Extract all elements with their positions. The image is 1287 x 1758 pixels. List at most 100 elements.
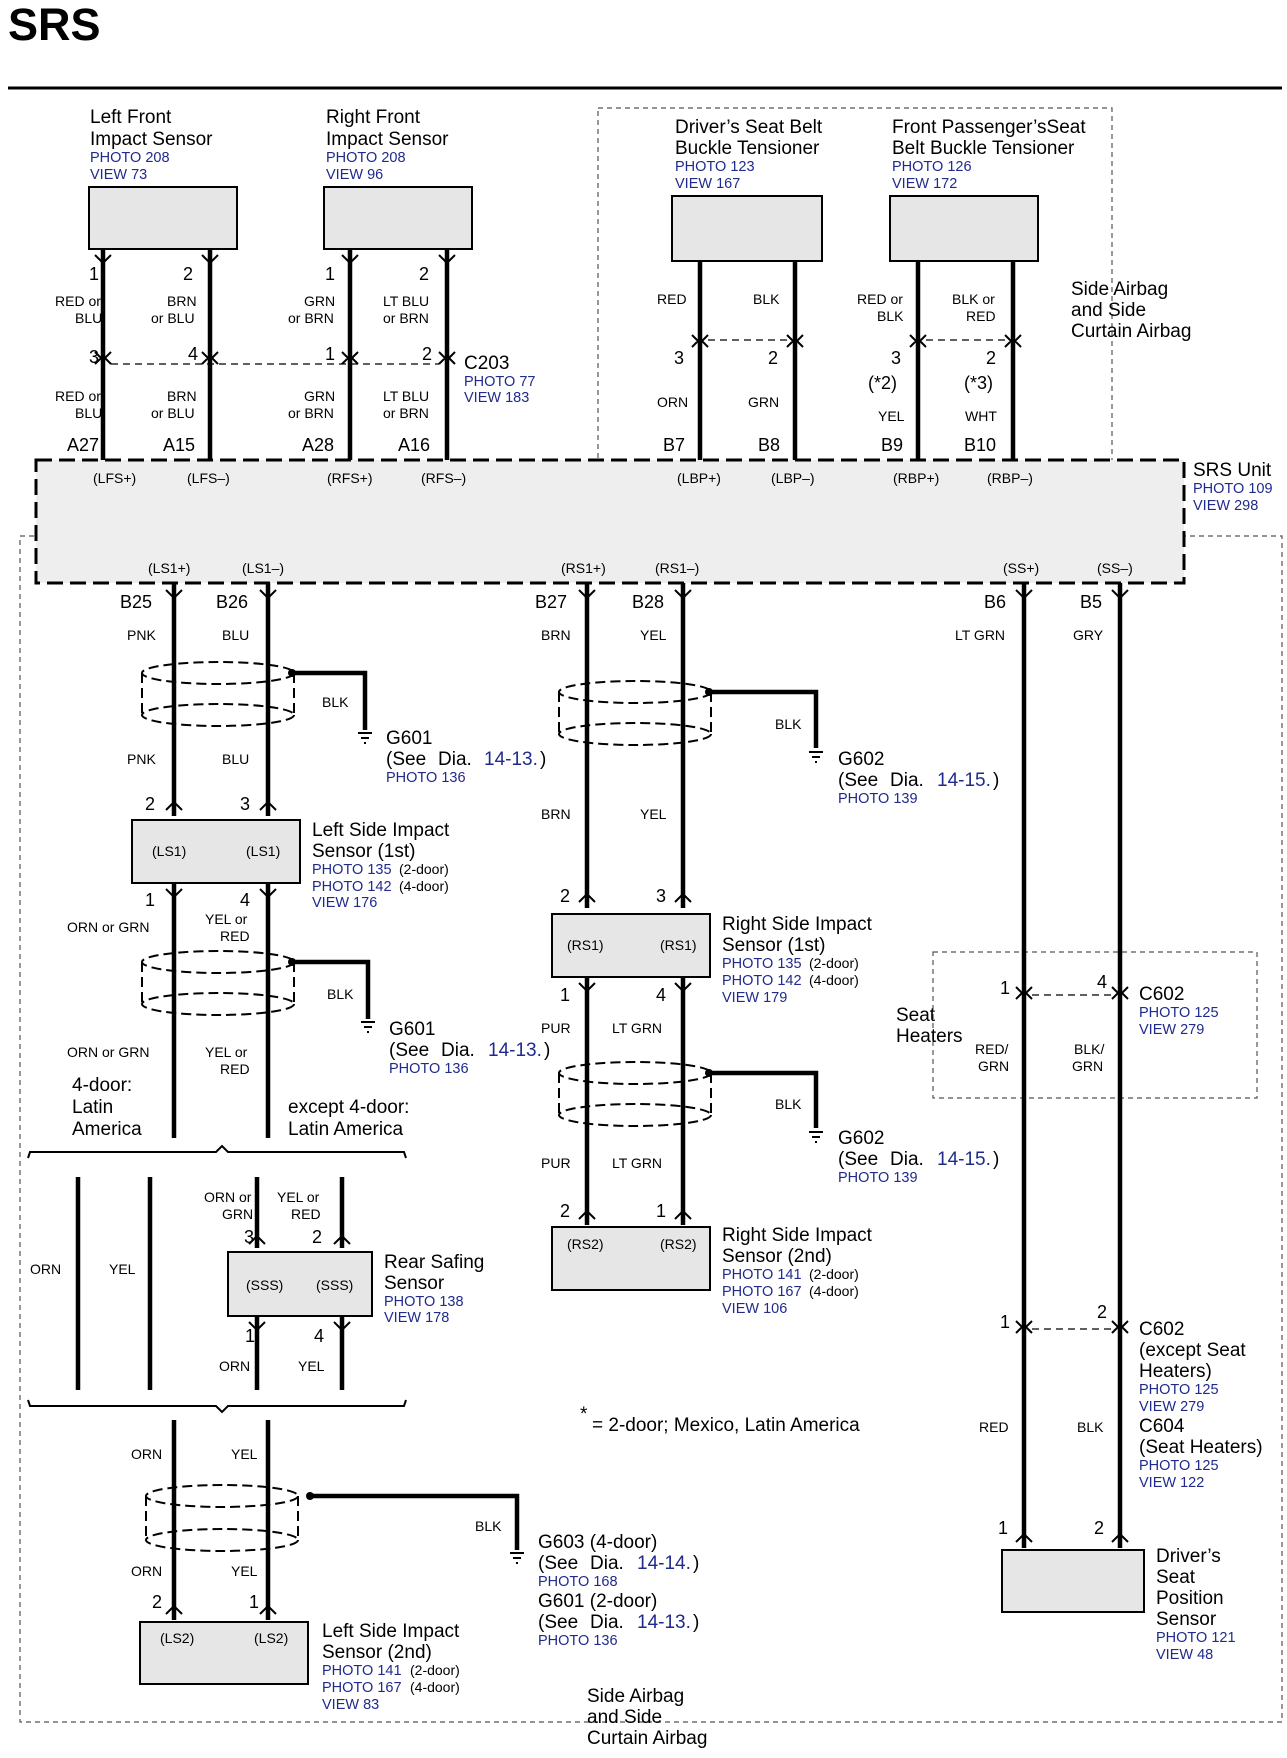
svg-text:B26: B26: [216, 592, 248, 612]
w-lf1-c: RED or: [55, 388, 101, 404]
sps-name4: Sensor: [1156, 1609, 1217, 1630]
g602a-see: (See: [838, 770, 878, 791]
four-door-note-1: 4-door:: [72, 1075, 132, 1096]
w-sp-blk: BLK: [1077, 1419, 1104, 1435]
rs1-photo1-note: (2-door): [809, 955, 859, 971]
seat-heaters-1: Seat: [896, 1005, 936, 1026]
bottom-side-airbag-2: and Side: [587, 1707, 662, 1728]
w-lf1-a: RED or: [55, 293, 101, 309]
w-rs2-ltgrn: LT GRN: [612, 1155, 662, 1171]
pass-pin3: 3: [891, 348, 901, 368]
lf-photo: PHOTO 208: [90, 150, 170, 166]
ls1-term-b: (LS1): [246, 843, 280, 859]
rs2-photo1: PHOTO 141: [722, 1267, 802, 1283]
g601a-ref: 14-13.: [484, 749, 538, 770]
ls2-term-b: (LS2): [254, 1630, 288, 1646]
buckle-wires: [691, 261, 1022, 460]
drv-pin3: 3: [674, 348, 684, 368]
ls1-pin3: 3: [240, 794, 250, 814]
rs2-name1: Right Side Impact: [722, 1225, 873, 1246]
lf-pin2: 2: [183, 264, 193, 284]
ground-g602a: [809, 751, 823, 763]
w-sp-red: RED: [979, 1419, 1009, 1435]
g603-ref: 14-14.: [637, 1553, 691, 1574]
g601c-dia: Dia.: [590, 1612, 624, 1633]
ls1-view: VIEW 176: [312, 895, 377, 911]
svg-text:(RBP–): (RBP–): [987, 470, 1033, 486]
middle-column-wires: [558, 583, 819, 908]
sss-view: VIEW 178: [384, 1310, 449, 1326]
svg-text:(RFS+): (RFS+): [327, 470, 373, 486]
g602a-dia: Dia.: [890, 770, 924, 791]
except-note-1: except 4-door:: [288, 1097, 409, 1118]
w-rs1-brn: BRN: [541, 806, 571, 822]
w-rs1-ltgrn: LT GRN: [612, 1020, 662, 1036]
w-drv-blk: BLK: [753, 291, 780, 307]
srs-unit-photo: PHOTO 109: [1193, 481, 1273, 497]
srs-unit-box: [34, 458, 1186, 585]
ls1-photo2-note: (4-door): [399, 878, 449, 894]
w-lf2-a: BRN: [167, 293, 197, 309]
pin-a15: A15: [163, 435, 195, 455]
rs1-pin4: 4: [656, 985, 666, 1005]
w-rf1-d: or BRN: [288, 405, 334, 421]
w-4door-orn: ORN: [30, 1261, 61, 1277]
unit-bottom-pins: B25 B26 B27 B28 B6 B5: [120, 592, 1102, 612]
sps-photo: PHOTO 121: [1156, 1630, 1236, 1646]
pin-a28: A28: [302, 435, 334, 455]
svg-text:(LFS–): (LFS–): [187, 470, 230, 486]
pin-a27: A27: [67, 435, 99, 455]
g601b-close: ): [544, 1040, 550, 1061]
rs2-pin2: 2: [560, 1201, 570, 1221]
lf-name2: Impact Sensor: [90, 129, 213, 150]
svg-text:(LBP–): (LBP–): [771, 470, 815, 486]
c602b-photo: PHOTO 125: [1139, 1382, 1219, 1398]
four-door-note-2: Latin: [72, 1097, 113, 1118]
w-g601a-blk: BLK: [322, 694, 349, 710]
g603-see: (See: [538, 1553, 578, 1574]
w-drv-red: RED: [657, 291, 687, 307]
w-sss-yel-or: YEL or: [277, 1189, 320, 1205]
sps-name2: Seat: [1156, 1567, 1196, 1588]
pass-name2: Belt Buckle Tensioner: [892, 138, 1075, 159]
ls2-pin2: 2: [152, 1592, 162, 1612]
w-pass-red: RED: [966, 308, 996, 324]
w-ls2-yel-2: YEL: [231, 1563, 258, 1579]
seat-heaters-region: [932, 951, 1258, 1099]
ls1-body: [131, 819, 301, 884]
pass-name1: Front Passenger’sSeat: [892, 117, 1086, 138]
w-rf2-d: or BRN: [383, 405, 429, 421]
svg-text:(RBP+): (RBP+): [893, 470, 939, 486]
ls2-photo1-note: (2-door): [410, 1662, 460, 1678]
note-star3: (*3): [964, 373, 993, 393]
g601a-see: (See: [386, 749, 426, 770]
ls2-photo1: PHOTO 141: [322, 1663, 402, 1679]
c604-name: C604: [1139, 1416, 1185, 1437]
c604-view: VIEW 122: [1139, 1475, 1204, 1491]
seat-heaters-2: Heaters: [896, 1026, 963, 1047]
w-g601b-blk: BLK: [327, 986, 354, 1002]
drv-name2: Buckle Tensioner: [675, 138, 820, 159]
w-ls1-red: RED: [220, 928, 250, 944]
sss-pin1: 1: [245, 1326, 255, 1346]
w-pass-wht: WHT: [965, 408, 997, 424]
g601b-photo: PHOTO 136: [389, 1061, 469, 1077]
svg-text:(LBP+): (LBP+): [677, 470, 721, 486]
sss-photo: PHOTO 138: [384, 1294, 464, 1310]
rf-body: [323, 186, 473, 250]
c602b-view: VIEW 279: [1139, 1399, 1204, 1415]
w-b27-brn: BRN: [541, 627, 571, 643]
ls2-pin1: 1: [249, 1592, 259, 1612]
rs1-term-b: (RS1): [660, 937, 697, 953]
unit-terminal-labels: (LFS+) (LFS–) (RFS+) (RFS–) (LBP+) (LBP–…: [93, 470, 1133, 576]
w-g602b-blk: BLK: [775, 1096, 802, 1112]
c602a-pin1: 1: [1000, 978, 1010, 998]
ls1-pin2: 2: [145, 794, 155, 814]
ls1-pin1: 1: [145, 890, 155, 910]
w-g603-blk: BLK: [475, 1518, 502, 1534]
right-front-impact-sensor: Right Front Impact Sensor PHOTO 208 VIEW…: [323, 107, 473, 250]
rs1-term-a: (RS1): [567, 937, 604, 953]
c602b-note1: (except Seat: [1139, 1340, 1246, 1361]
c203-pin2: 2: [422, 344, 432, 364]
